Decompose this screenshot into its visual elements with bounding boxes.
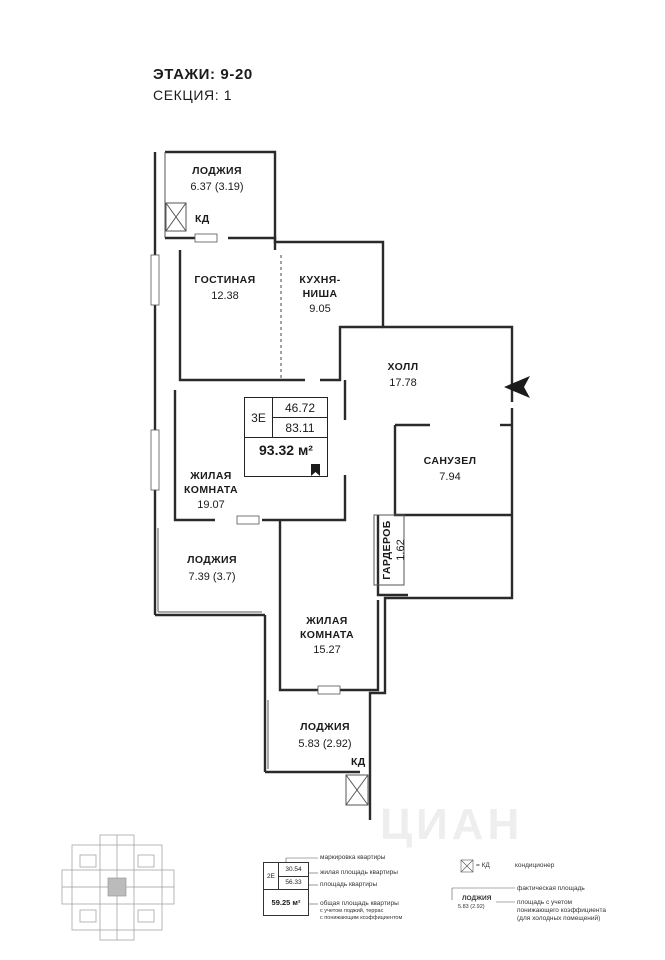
legend-marking: маркировка квартиры (320, 854, 386, 861)
legend-total2: с учетом лоджий, террас (320, 908, 384, 914)
bath-area: 7.94 (439, 471, 460, 483)
room1-area: 19.07 (197, 499, 225, 511)
windows (150, 233, 341, 695)
room1-name-1: ЖИЛАЯ (189, 470, 232, 482)
floor-key-plan (61, 834, 175, 941)
legend-ap: 56.33 (279, 876, 308, 890)
legend-code: 2Е (264, 863, 279, 890)
room2-name-1: ЖИЛАЯ (305, 615, 348, 627)
hall-area: 17.78 (389, 377, 417, 389)
apartment-info-box: 3Е 46.72 83.11 93.32 м² (244, 397, 328, 477)
wardrobe-box (373, 514, 405, 586)
legend-total3: с понижающим коэффициентом (320, 915, 403, 921)
floors-title: ЭТАЖИ: 9-20 (153, 66, 253, 83)
living-area-value: 46.72 (273, 398, 327, 418)
wardrobe-area: 1.62 (395, 539, 407, 560)
loggia2-name: ЛОДЖИЯ (187, 554, 237, 566)
legend-total: 59.25 м² (271, 897, 301, 907)
legend-ac: кондиционер (515, 862, 555, 869)
living-name: ГОСТИНАЯ (194, 274, 255, 286)
legend-loggia-name: ЛОДЖИЯ (462, 895, 492, 902)
bookmark-icon (311, 464, 320, 476)
legend-living: жилая площадь квартиры (320, 869, 398, 876)
legend-ac-kd: = КД (476, 862, 490, 869)
room1-name-2: КОМНАТА (184, 484, 238, 496)
bath-name: САНУЗЕЛ (424, 455, 477, 467)
loggia1-name: ЛОДЖИЯ (192, 165, 242, 177)
living-area: 12.38 (211, 290, 239, 302)
legend-total1: общая площадь квартиры (320, 900, 399, 907)
apartment-area-value: 83.11 (273, 418, 327, 438)
room2-area: 15.27 (313, 644, 341, 656)
total-area-value: 93.32 м² (259, 442, 313, 458)
kitchen-name-2: НИША (303, 288, 338, 300)
legend-live: 30.54 (279, 863, 308, 877)
hall-name: ХОЛЛ (388, 361, 419, 373)
interior-walls (165, 236, 512, 692)
apartment-code: 3Е (245, 398, 273, 438)
loggia2-area: 7.39 (3.7) (188, 571, 235, 583)
legend-coef3: (для холодных помещений) (517, 915, 601, 922)
legend-sample-box: 2Е 30.54 56.33 59.25 м² (263, 862, 309, 916)
legend-lines (285, 857, 515, 905)
legend-loggia-value: 5.83 (2.92) (458, 904, 485, 910)
kd2-label: КД (351, 756, 366, 768)
legend-actual: фактическая площадь (517, 885, 585, 892)
kitchen-area: 9.05 (309, 303, 330, 315)
loggia3-name: ЛОДЖИЯ (300, 721, 350, 733)
section-title: СЕКЦИЯ: 1 (153, 87, 233, 103)
wardrobe-name: ГАРДЕРОБ (381, 520, 393, 580)
legend-coef1: площадь с учетом (517, 899, 573, 906)
legend-coef2: понижающего коэффициента (517, 907, 606, 914)
loggia1-area: 6.37 (3.19) (190, 181, 243, 193)
entrance-arrow-icon (504, 376, 530, 398)
loggia3-area: 5.83 (2.92) (298, 738, 351, 750)
ac-unit-icon (165, 202, 187, 232)
kd1-label: КД (195, 213, 210, 225)
outer-walls (153, 150, 514, 820)
kitchen-name-1: КУХНЯ- (299, 274, 340, 286)
watermark-logo: ЦИАН (380, 800, 524, 849)
room2-name-2: КОМНАТА (300, 629, 354, 641)
ac-unit-icon-2 (345, 774, 369, 806)
legend-apartment: площадь квартиры (320, 881, 378, 888)
